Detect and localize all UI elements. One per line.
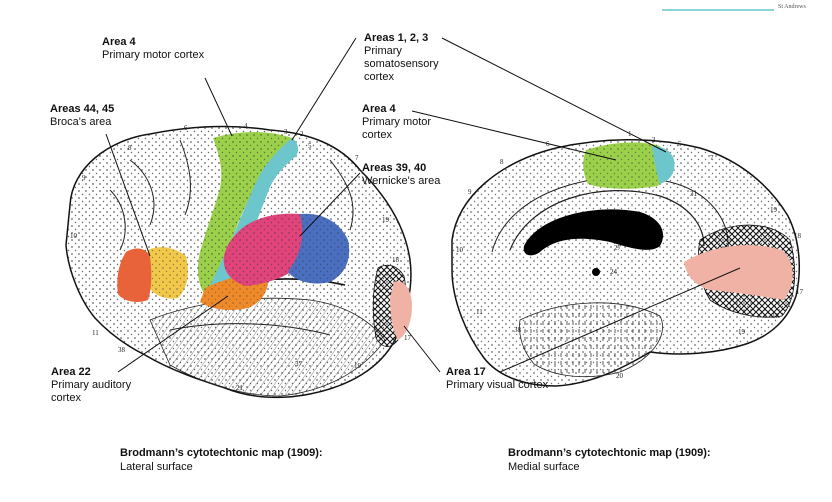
area-number: 10 [456,246,464,254]
area-number: 11 [92,329,99,337]
area-number: 11 [476,308,483,316]
label-desc: cortex [362,129,392,141]
pointer-area123-medial [441,37,667,153]
area-number-labels: 6 4 3 2 5 7 8 9 10 11 19 18 17 19 37 38 … [70,122,804,392]
label-title: Area 17 [446,366,486,378]
area-number: 20 [616,372,624,380]
label-area4-medial: Area 4 Primary motor cortex [362,103,431,142]
area-number: 18 [392,256,400,264]
area-number: 38 [118,346,126,354]
area-number: 17 [404,334,412,342]
pointer-area123 [291,37,357,141]
label-desc: somatosensory [364,58,439,70]
area-number: 19 [382,216,390,224]
label-desc: cortex [364,71,394,83]
pointer-area22 [117,295,229,373]
label-desc: Primary [364,45,402,57]
area-number: 31 [690,190,698,198]
area-45-broca [117,248,152,302]
area-number: 6 [546,140,550,148]
medial-brain [451,138,800,387]
area-17-visual-medial [684,245,793,300]
pointer-area4-lateral [204,77,233,137]
area-number: 37 [295,360,303,368]
area-number: 19 [354,362,362,370]
label-title: Area 22 [51,366,91,378]
label-desc: Primary auditory [51,379,132,391]
area-number: 10 [70,232,78,240]
area-number: 3 [652,136,656,144]
label-area3940: Areas 39, 40 Wernicke's area [362,162,440,188]
label-area123: Areas 1, 2, 3 Primary somatosensory cort… [364,32,439,84]
label-area4445: Areas 44, 45 Broca's area [50,103,114,129]
area-number: 19 [770,206,778,214]
label-desc: Primary motor cortex [102,49,205,61]
label-desc: cortex [51,392,81,404]
university-logo: St Andrews [778,4,806,10]
label-title: Areas 44, 45 [50,103,115,115]
label-title: Area 4 [102,36,136,48]
header-accent-line [662,9,774,11]
corpus-callosum [523,209,664,256]
label-desc: Broca's area [50,116,112,128]
pointer-area17-medial [499,267,741,373]
area-number: 18 [794,232,802,240]
area-number: 24 [610,268,618,276]
area-number: 7 [355,154,359,162]
label-title: Areas 1, 2, 3 [364,32,429,44]
caption-subtitle: Medial surface [508,461,580,473]
fornix-dot [592,268,600,276]
caption-lateral: Brodmann’s cytotechtonic map (1909): Lat… [120,446,323,474]
area-number: 2 [300,130,304,138]
caption-medial: Brodmann’s cytotechtonic map (1909): Med… [508,446,711,474]
area-number: 21 [236,384,244,392]
area-number: 7 [710,154,714,162]
pointer-area4445 [105,133,151,257]
label-area4-lateral: Area 4 Primary motor cortex [102,36,204,62]
area-number: 19 [738,328,746,336]
area-123-somatosensory-medial [652,146,675,184]
pointer-area17-lateral [403,325,441,373]
label-desc: Primary visual cortex [446,379,549,391]
pointer-area3940 [299,172,361,237]
area-number: 5 [308,142,312,150]
area-17-visual-lateral [390,281,412,340]
area-number: 9 [468,188,472,196]
area-number: 4 [244,122,248,130]
pointer-area4-medial [411,110,617,161]
label-area22: Area 22 Primary auditory cortex [51,366,131,405]
area-number: 3 [284,128,288,136]
area-number: 8 [500,158,504,166]
label-desc: Primary motor [362,116,432,128]
area-number: 1 [628,130,632,138]
area-number: 5 [678,140,682,148]
label-desc: Wernicke's area [362,175,441,187]
caption-subtitle: Lateral surface [120,461,193,473]
area-number: 27 [614,244,622,252]
label-area17: Area 17 Primary visual cortex [446,366,548,392]
label-title: Area 4 [362,103,396,115]
caption-title: Brodmann’s cytotechtonic map (1909): [508,447,711,459]
pointer-lines [105,37,741,373]
area-number: 18 [772,312,780,320]
area-number: 17 [796,288,804,296]
area-number: 38 [514,326,522,334]
label-title: Areas 39, 40 [362,162,427,174]
lateral-brain [65,125,412,399]
caption-title: Brodmann’s cytotechtonic map (1909): [120,447,323,459]
area-number: 8 [128,144,132,152]
area-number: 9 [82,174,86,182]
area-number: 6 [184,124,188,132]
